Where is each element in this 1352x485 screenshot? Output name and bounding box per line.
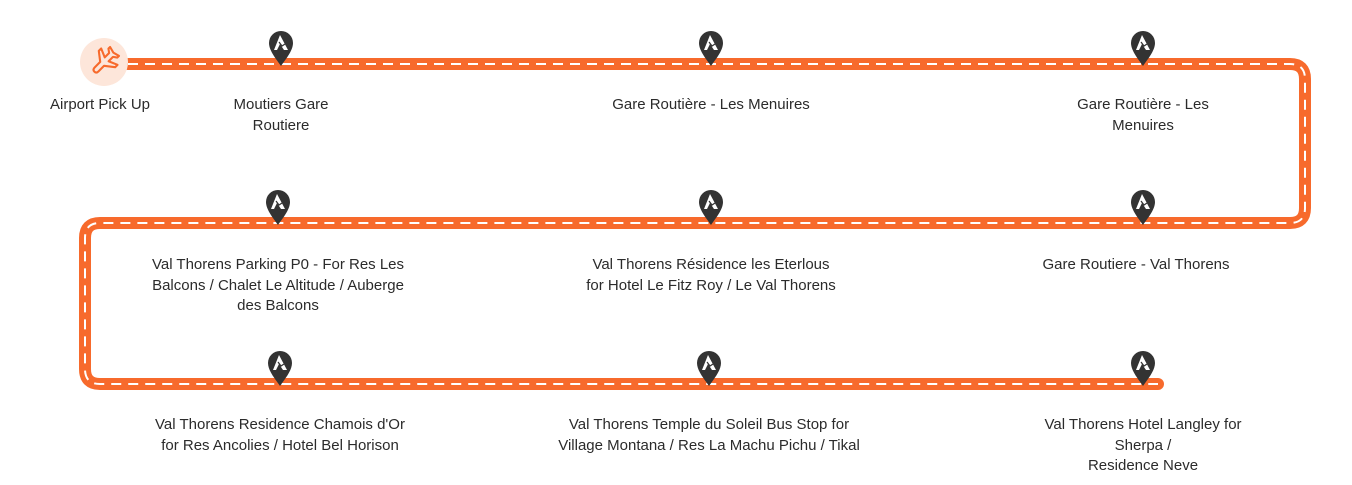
mountain-pin-icon <box>1131 190 1155 225</box>
airport-marker <box>80 38 128 86</box>
stop-label-8: Val Thorens Temple du Soleil Bus Stop fo… <box>558 416 860 454</box>
mountain-pin-icon <box>1131 31 1155 66</box>
stop-pins <box>266 31 1155 386</box>
mountain-pin-icon <box>697 351 721 386</box>
stop-label-3: Gare Routière - Les Menuires <box>1077 96 1209 134</box>
airport-pick-up-label: Airport Pick Up <box>50 96 151 113</box>
stop-label-1: Moutiers Gare Routiere <box>233 96 329 134</box>
route-line <box>79 58 1311 390</box>
mountain-pin-icon <box>269 31 293 66</box>
route-line-dashes <box>84 63 1306 385</box>
stop-label-2: Gare Routière - Les Menuires <box>612 96 810 113</box>
airport-circle <box>80 38 128 86</box>
airplane-icon <box>92 45 121 74</box>
mountain-pin-icon <box>699 31 723 66</box>
stop-label-5: Val Thorens Résidence les Eterlous for H… <box>586 256 836 294</box>
stop-label-4: Val Thorens Parking P0 - For Res Les Bal… <box>151 256 405 314</box>
mountain-pin-icon <box>1131 351 1155 386</box>
stop-label-9: Val Thorens Hotel Langley for Sherpa / R… <box>1044 416 1242 474</box>
mountain-pin-icon <box>266 190 290 225</box>
stop-label-6: Gare Routiere - Val Thorens <box>1042 256 1230 273</box>
stop-label-7: Val Thorens Residence Chamois d'Or for R… <box>155 416 405 454</box>
mountain-pin-icon <box>699 190 723 225</box>
mountain-pin-icon <box>268 351 292 386</box>
